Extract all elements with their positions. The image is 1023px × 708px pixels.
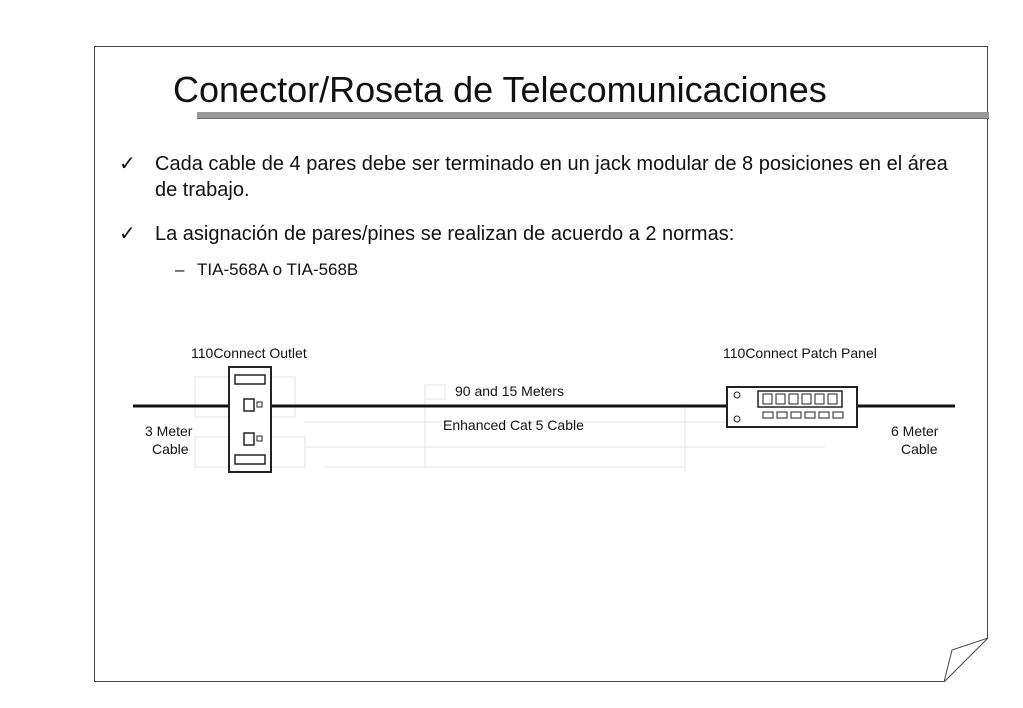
- patch-panel-label: 110Connect Patch Panel: [723, 345, 877, 361]
- bullet-2-text: La asignación de pares/pines se realizan…: [155, 223, 735, 245]
- distance-label: 90 and 15 Meters: [455, 383, 564, 399]
- checkmark-icon: ✓: [119, 223, 136, 245]
- cabling-diagram: 110Connect Outlet 110Connect Patch Panel…: [125, 337, 965, 507]
- slide-title: Conector/Roseta de Telecomunicaciones: [173, 69, 827, 110]
- page-fold-corner: [944, 638, 988, 682]
- outlet-label: 110Connect Outlet: [191, 345, 307, 361]
- outlet-graphic: [228, 366, 272, 473]
- slide: Conector/Roseta de Telecomunicaciones ✓ …: [94, 46, 989, 682]
- checkmark-icon: ✓: [119, 153, 136, 175]
- right-cable-label-line1: 6 Meter: [891, 423, 939, 439]
- title-underline-bar: [197, 112, 989, 119]
- sub-bullet-text: TIA-568A o TIA-568B: [197, 260, 359, 279]
- left-cable-label-line1: 3 Meter: [145, 423, 193, 439]
- right-cable-label-line2: Cable: [901, 441, 938, 457]
- patch-panel-graphic: [726, 386, 858, 428]
- cable-type-label: Enhanced Cat 5 Cable: [443, 417, 584, 433]
- dash-marker: –: [175, 260, 185, 279]
- left-cable-label-line2: Cable: [152, 441, 189, 457]
- bullet-1-text: Cada cable de 4 pares debe ser terminado…: [155, 153, 948, 201]
- cabling-diagram-graphic: [133, 366, 955, 473]
